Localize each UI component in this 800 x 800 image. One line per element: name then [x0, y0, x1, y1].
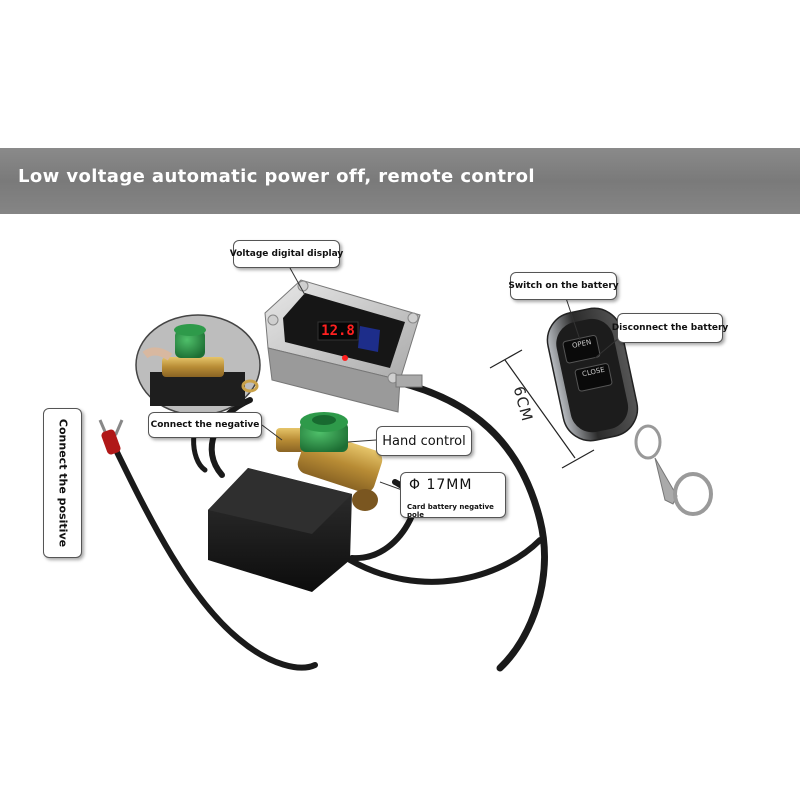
led-reading: 12.8: [321, 323, 355, 339]
display-cable: [394, 378, 548, 672]
callout-diameter: Φ 17MM Card battery negative pole: [400, 472, 506, 519]
positive-cable: [112, 445, 318, 671]
callout-disconnect: Disconnect the battery: [612, 313, 728, 343]
callout-connect-negative: Connect the negative: [148, 412, 262, 438]
inset-photo: [135, 314, 261, 416]
title-banner: Low voltage automatic power off, remote …: [0, 148, 800, 214]
control-box: [208, 468, 352, 592]
terminal-caption: Card battery negative pole: [407, 503, 494, 519]
positive-lug: [98, 419, 124, 455]
diameter-value: Φ 17MM: [409, 477, 473, 493]
callout-hand-control: Hand control: [376, 426, 472, 456]
cables: [112, 378, 548, 672]
callout-switch-on: Switch on the battery: [508, 272, 619, 300]
voltage-display-box: [264, 279, 423, 413]
battery-terminal: [276, 412, 383, 511]
banner-title: Low voltage automatic power off, remote …: [18, 166, 535, 187]
box-loop-cable: [347, 537, 543, 585]
connect-positive-label: Connect the positive: [56, 418, 69, 548]
dimension-line: [489, 349, 595, 469]
callout-connect-positive: Connect the positive: [43, 408, 82, 558]
callout-voltage-display: Voltage digital display: [230, 240, 343, 268]
